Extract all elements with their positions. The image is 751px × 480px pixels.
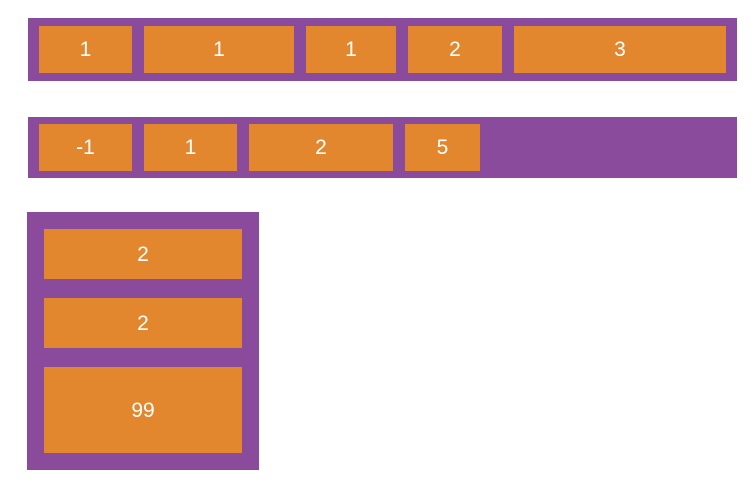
flex-item: 1 [144, 124, 237, 171]
flex-container-row-1: 1 1 1 2 3 [28, 18, 737, 81]
flex-item: 1 [39, 26, 132, 73]
flex-item: 2 [44, 229, 242, 279]
flex-item: 1 [306, 26, 396, 73]
flex-container-column: 2 2 99 [27, 212, 259, 470]
flex-item: 99 [44, 367, 242, 453]
flex-item: 2 [249, 124, 393, 171]
flex-item: 5 [405, 124, 480, 171]
flex-item: 2 [44, 298, 242, 348]
flex-item: 1 [144, 26, 294, 73]
flex-item: -1 [39, 124, 132, 171]
flex-item: 3 [514, 26, 726, 73]
flex-item: 2 [408, 26, 502, 73]
flex-container-row-2: -1 1 2 5 [28, 117, 737, 178]
